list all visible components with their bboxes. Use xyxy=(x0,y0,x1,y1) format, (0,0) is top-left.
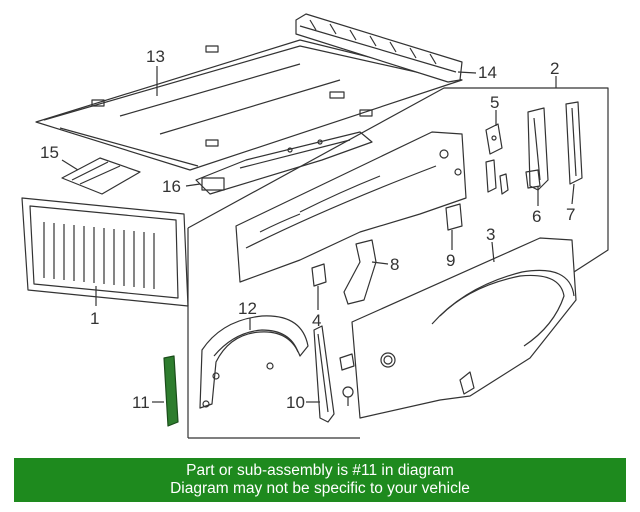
part-9-bracket[interactable] xyxy=(445,203,463,231)
part-15-bracket[interactable] xyxy=(61,157,141,195)
callout-12: 12 xyxy=(238,299,257,318)
callout-4: 4 xyxy=(312,311,321,330)
callout-labels: 13 14 2 5 15 16 6 7 3 8 9 12 1 4 11 10 xyxy=(40,47,575,412)
part-5-clip[interactable] xyxy=(485,123,509,195)
part-14-crossmember[interactable] xyxy=(295,13,463,83)
part-6-front-pillar[interactable] xyxy=(525,107,549,191)
part-2-assembly-box xyxy=(187,87,609,331)
callout-10: 10 xyxy=(286,393,305,412)
callout-13: 13 xyxy=(146,47,165,66)
banner-line-2: Diagram may not be specific to your vehi… xyxy=(170,480,470,497)
callout-15: 15 xyxy=(40,143,59,162)
part-16-floor-crossmember[interactable] xyxy=(195,131,373,195)
callout-8: 8 xyxy=(390,255,399,274)
part-4-small-bracket[interactable] xyxy=(311,263,327,287)
callout-2: 2 xyxy=(550,59,559,78)
part-7-rear-pillar[interactable] xyxy=(565,101,583,185)
callout-3: 3 xyxy=(486,225,495,244)
callout-6: 6 xyxy=(532,207,541,226)
callout-16: 16 xyxy=(162,177,181,196)
callout-1: 1 xyxy=(90,309,99,328)
callout-5: 5 xyxy=(490,93,499,112)
part-8-brace[interactable] xyxy=(343,239,377,305)
callout-11: 11 xyxy=(132,393,150,412)
fastener-bolt[interactable] xyxy=(342,386,354,398)
part-10-inner-pillar[interactable] xyxy=(313,325,335,423)
fastener-nut[interactable] xyxy=(339,353,355,371)
banner-line-1: Part or sub-assembly is #11 in diagram xyxy=(186,462,454,479)
leader-lines xyxy=(61,66,575,403)
part-3-outer-side-panel[interactable] xyxy=(351,237,577,419)
callout-9: 9 xyxy=(446,251,455,270)
info-banner: Part or sub-assembly is #11 in diagram D… xyxy=(14,458,626,502)
part-13-bed-floor[interactable] xyxy=(35,39,463,171)
parts-diagram: 13 14 2 5 15 16 6 7 3 8 9 12 1 4 11 10 xyxy=(21,13,609,439)
part-12-wheelhouse[interactable] xyxy=(199,315,309,409)
part-11-highlighted[interactable] xyxy=(163,355,179,427)
callout-14: 14 xyxy=(478,63,497,82)
inner-bed-side-panel[interactable] xyxy=(235,131,467,283)
callout-7: 7 xyxy=(566,205,575,224)
part-1-tailgate[interactable] xyxy=(21,197,189,307)
